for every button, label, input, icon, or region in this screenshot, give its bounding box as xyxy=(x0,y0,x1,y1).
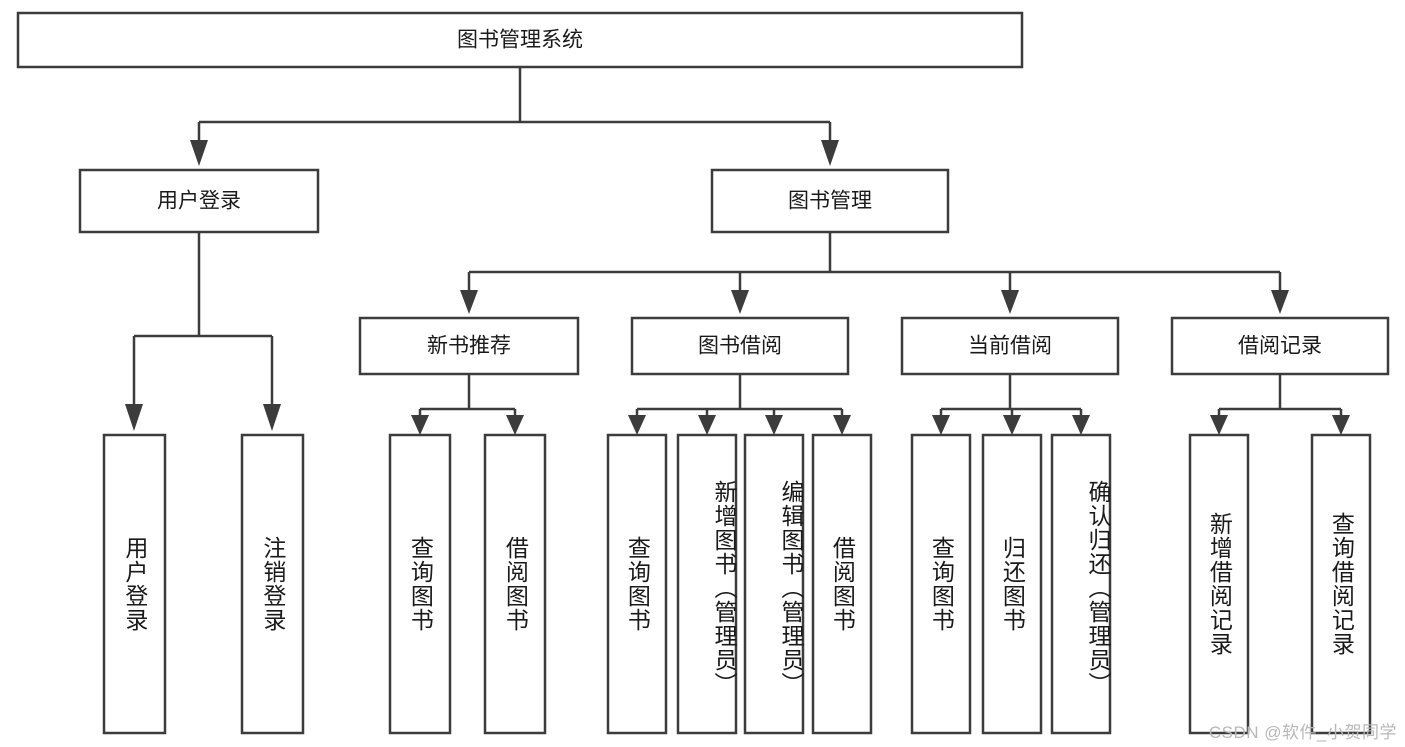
node-leaf-logout[interactable] xyxy=(240,433,305,735)
arrow-head-book-mgmt xyxy=(821,140,839,166)
arrow-head-nbr-borrow-book xyxy=(506,415,524,435)
connector-group-borrow-record xyxy=(1210,374,1350,435)
arrow-head-leaf-user-login xyxy=(125,404,143,431)
node-leaf-user-login[interactable] xyxy=(102,433,167,735)
node-borrow-record[interactable] xyxy=(1170,316,1390,376)
arrow-head-cb-query-book xyxy=(932,415,950,435)
node-book-borrow[interactable] xyxy=(630,316,850,376)
arrow-head-bb-query-book xyxy=(628,415,646,435)
node-root-book-management-system[interactable] xyxy=(16,11,1024,69)
arrow-head-nbr-query-book xyxy=(411,415,429,435)
connector-group-root xyxy=(190,67,839,166)
node-current-borrow-label: 当前借阅 xyxy=(968,335,1052,358)
arrow-head-new-book-rec xyxy=(460,290,478,314)
node-user-login-label: 用户登录 xyxy=(157,190,241,213)
node-book-borrow-label: 图书借阅 xyxy=(698,335,782,358)
node-new-book-recommend-label: 新书推荐 xyxy=(427,335,511,358)
connector-group-current-borrow xyxy=(932,374,1090,435)
node-root-label: 图书管理系统 xyxy=(457,29,583,52)
node-leaf-add-borrow-record[interactable] xyxy=(1188,433,1250,735)
arrow-head-br-add-record xyxy=(1210,415,1228,435)
node-book-management[interactable] xyxy=(710,168,950,234)
arrow-head-bb-add-book xyxy=(698,415,716,435)
node-leaf-query-book-bb[interactable] xyxy=(606,433,668,735)
node-leaf-add-book-admin[interactable] xyxy=(676,433,738,735)
connector-group-user-login xyxy=(125,232,281,431)
arrow-head-bb-borrow-book xyxy=(833,415,851,435)
node-leaf-edit-book-admin[interactable] xyxy=(743,433,805,735)
arrow-head-leaf-logout xyxy=(263,404,281,431)
node-leaf-confirm-return-admin[interactable] xyxy=(1050,433,1112,735)
arrow-head-user-login xyxy=(190,140,208,166)
arrow-head-current-borrow xyxy=(1001,290,1019,314)
arrow-head-br-query-record xyxy=(1332,415,1350,435)
arrow-head-cb-confirm-return xyxy=(1072,415,1090,435)
node-leaf-query-borrow-record[interactable] xyxy=(1310,433,1372,735)
node-borrow-record-label: 借阅记录 xyxy=(1238,335,1322,358)
node-leaf-query-book-cb[interactable] xyxy=(910,433,972,735)
node-new-book-recommend[interactable] xyxy=(358,316,580,376)
arrow-head-bb-edit-book xyxy=(765,415,783,435)
node-current-borrow[interactable] xyxy=(900,316,1120,376)
node-book-management-label: 图书管理 xyxy=(788,190,872,213)
csdn-watermark: CSDN @软件_小贺同学 xyxy=(1208,723,1397,742)
arrow-head-cb-return-book xyxy=(1003,415,1021,435)
node-leaf-query-book-nbr[interactable] xyxy=(388,433,452,735)
arrow-head-book-borrow xyxy=(731,290,749,314)
node-user-login[interactable] xyxy=(78,168,320,234)
connector-group-book-mgmt xyxy=(460,232,1289,314)
arrow-head-borrow-record xyxy=(1271,290,1289,314)
node-leaf-borrow-book-nbr[interactable] xyxy=(483,433,547,735)
node-leaf-borrow-book-bb[interactable] xyxy=(811,433,873,735)
connector-group-new-book-rec xyxy=(411,374,524,435)
connector-group-book-borrow xyxy=(628,374,851,435)
node-leaf-return-book[interactable] xyxy=(981,433,1043,735)
